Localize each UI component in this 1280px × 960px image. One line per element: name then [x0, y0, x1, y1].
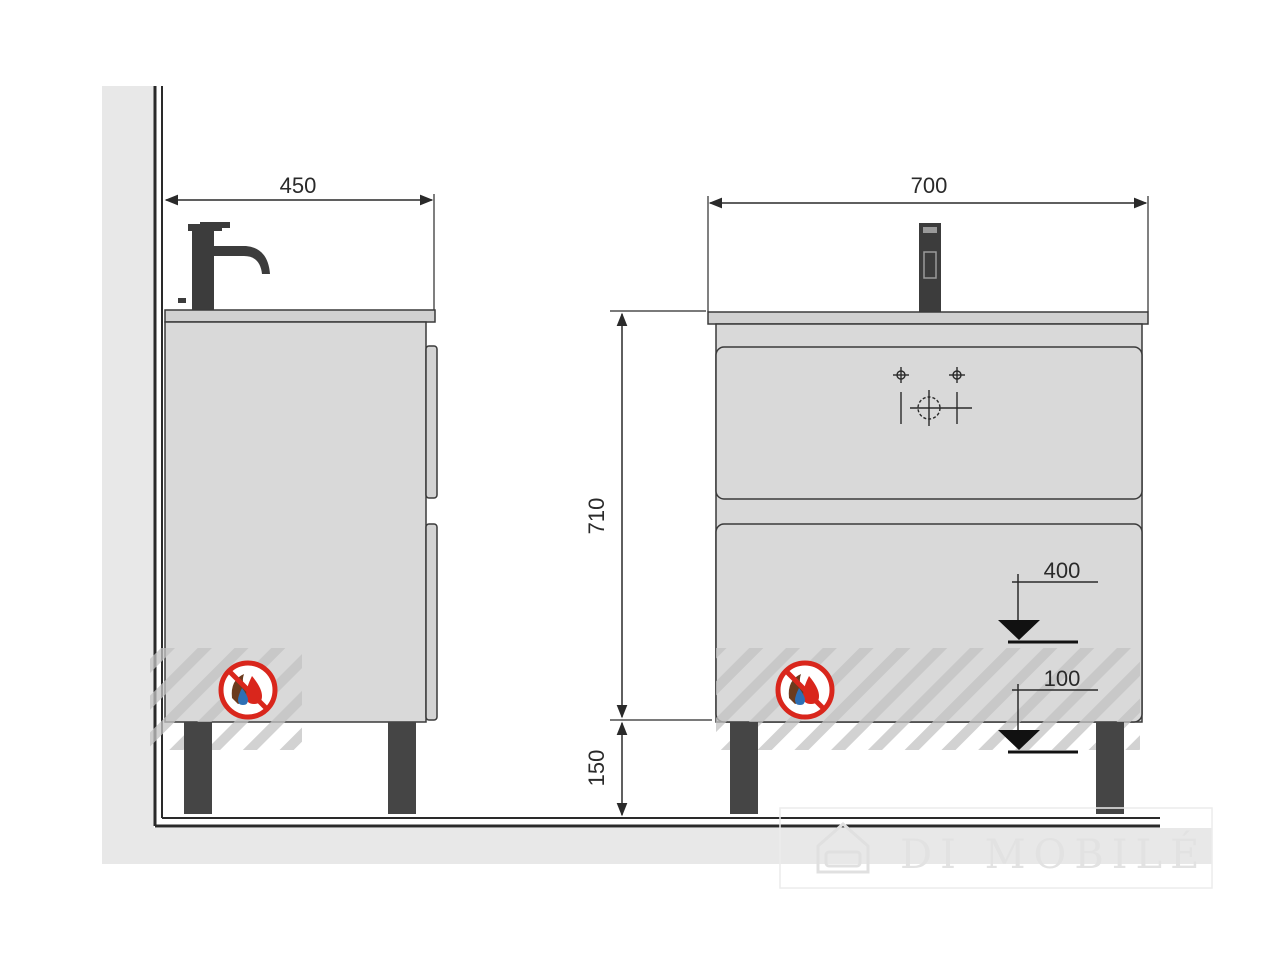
- level-marker-100: 100: [998, 666, 1098, 754]
- dim-label-width: 700: [911, 173, 948, 198]
- drawer-front-lower-side: [425, 523, 438, 721]
- no-heat-water-icon: [218, 660, 278, 720]
- marker-label-lower: 100: [1044, 666, 1081, 691]
- marker-label-upper: 400: [1044, 558, 1081, 583]
- countertop-side: [164, 309, 436, 323]
- dim-label-height: 710: [584, 498, 609, 535]
- side-view: 450: [150, 173, 438, 814]
- dim-label-depth: 450: [280, 173, 317, 198]
- leg-side-back: [184, 722, 212, 814]
- floor-band: [102, 828, 1212, 864]
- level-marker-400: 400: [998, 558, 1098, 644]
- front-view: 700: [584, 173, 1149, 817]
- countertop-front: [707, 311, 1149, 325]
- leg-side-front: [388, 722, 416, 814]
- leg-front-left: [730, 722, 758, 814]
- watermark-frame: [779, 807, 1213, 889]
- watermark-brand: DI MOBILÉ: [900, 831, 1207, 878]
- dim-label-leg: 150: [584, 750, 609, 787]
- leg-front-right: [1096, 722, 1124, 814]
- wall-left: [102, 86, 154, 864]
- watermark: DI MOBILÉ: [779, 807, 1213, 889]
- wall-and-floor: [102, 86, 1212, 864]
- faucet-front: [919, 223, 941, 315]
- drawer-front-upper-side: [425, 345, 438, 499]
- crosshair-plumbing-icon: [893, 367, 972, 426]
- no-heat-water-icon: [775, 660, 835, 720]
- faucet-side: [178, 222, 270, 310]
- sofa-house-logo: [816, 822, 870, 874]
